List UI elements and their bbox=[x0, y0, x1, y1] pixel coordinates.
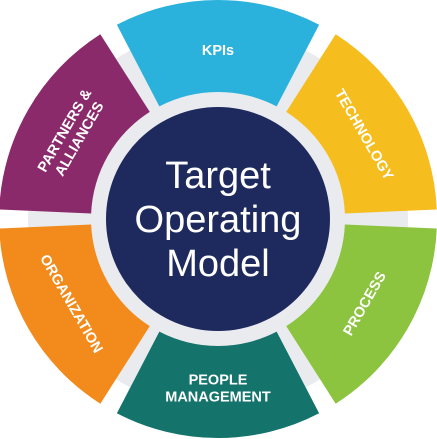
segment-process bbox=[286, 224, 437, 404]
center-circle bbox=[106, 107, 330, 331]
segment-label-line: KPIs bbox=[202, 43, 234, 59]
center-title-line: Model bbox=[166, 243, 270, 285]
center-title-line: Target bbox=[165, 155, 271, 197]
segment-people-management bbox=[116, 331, 320, 438]
segment-kpis bbox=[116, 0, 320, 107]
center-title-line: Operating bbox=[135, 199, 302, 241]
segment-label-kpis: KPIs bbox=[202, 43, 234, 59]
segment-technology bbox=[286, 34, 437, 214]
segment-partners-alliances bbox=[0, 34, 150, 214]
segment-label-line: MANAGEMENT bbox=[165, 390, 271, 406]
segment-organization bbox=[0, 224, 150, 404]
segment-label-line: PEOPLE bbox=[189, 373, 248, 389]
